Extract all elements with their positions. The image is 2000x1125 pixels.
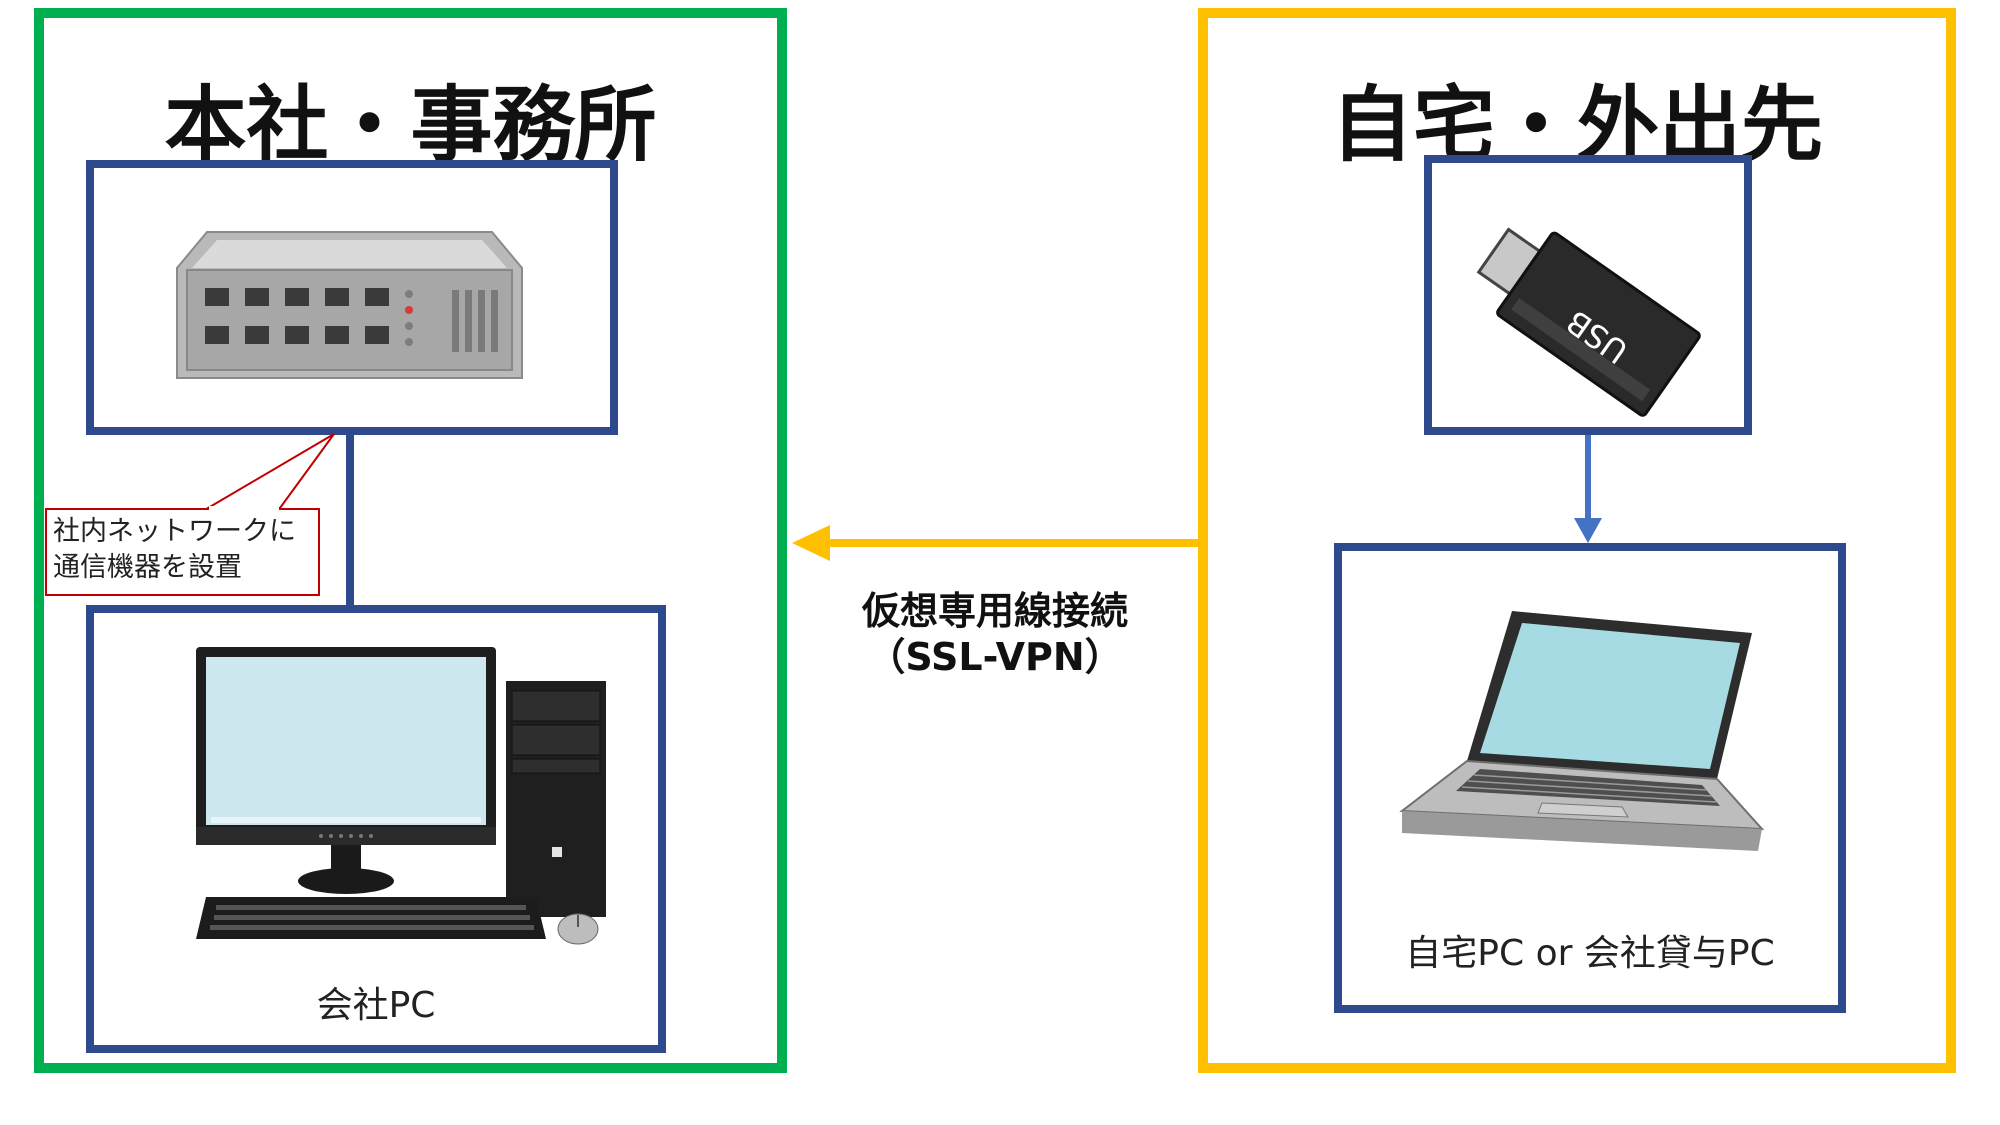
vpn-label-line2: （SSL-VPN）	[867, 635, 1123, 679]
office-zone	[34, 8, 787, 1073]
usb-key-icon: USB	[1476, 227, 1701, 417]
callout-pointer-cover	[209, 506, 279, 511]
office-title: 本社・事務所	[164, 78, 657, 173]
laptop-box: 自宅PC or 会社貸与PC	[1334, 543, 1846, 1013]
laptop-icon	[1399, 611, 1765, 851]
usb-box: USB	[1424, 155, 1752, 435]
remote-zone	[1198, 8, 1956, 1073]
callout-line2: 通信機器を設置	[53, 552, 242, 583]
company-pc-box: 会社PC	[86, 605, 666, 1053]
vpn-label: 仮想専用線接続 （SSL-VPN）	[830, 588, 1160, 680]
office-connector-line	[346, 432, 354, 612]
callout-box: 社内ネットワークに 通信機器を設置	[45, 508, 320, 596]
desktop-pc-icon	[196, 647, 606, 945]
vpn-label-line1: 仮想専用線接続	[861, 589, 1128, 633]
router-box	[86, 160, 618, 435]
callout-line1: 社内ネットワークに	[53, 516, 296, 547]
company-pc-caption: 会社PC	[316, 985, 436, 1026]
network-switch-icon	[176, 231, 523, 379]
laptop-caption: 自宅PC or 会社貸与PC	[1405, 933, 1775, 974]
